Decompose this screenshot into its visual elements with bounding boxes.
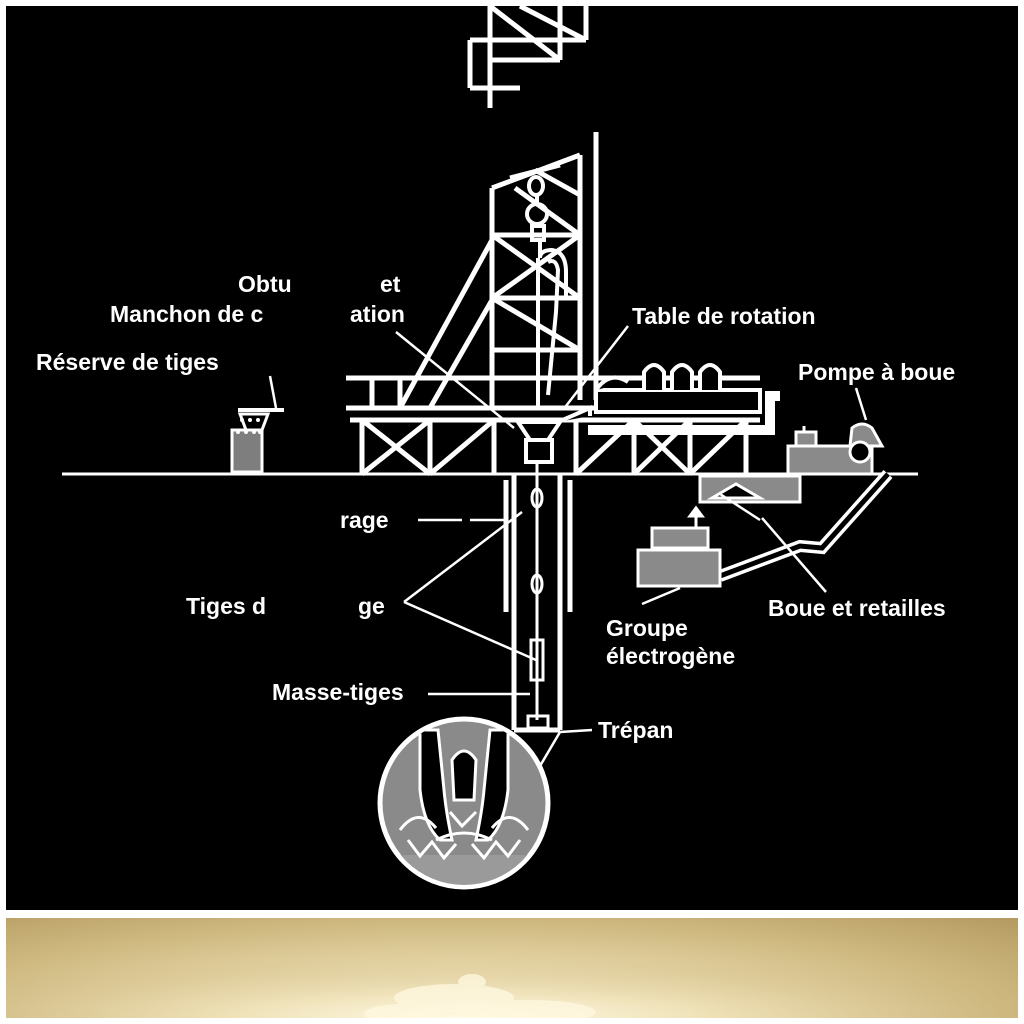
derrick-top: [467, 3, 589, 108]
label-cuvelage: rage: [340, 507, 389, 533]
sky-photo: [6, 918, 1018, 1018]
rotary-table: [514, 404, 592, 464]
drill-floor: [346, 375, 760, 476]
travelling-block: [525, 175, 568, 408]
label-manchon-end: ation: [350, 301, 405, 327]
generator: [636, 505, 722, 588]
label-table-de-rotation: Table de rotation: [632, 303, 816, 329]
label-pompe-a-boue: Pompe à boue: [798, 359, 955, 385]
draw-works: [594, 363, 762, 414]
mud-pump: [786, 422, 885, 476]
label-manchon: Manchon de c: [110, 301, 264, 327]
label-tiges-de-forage: Tiges d: [186, 593, 266, 619]
sky-photo-panel: [6, 918, 1018, 1018]
label-groupe: Groupe: [606, 615, 688, 641]
label-obturateur: Obtu: [238, 271, 292, 297]
mud-line: [588, 391, 780, 435]
drill-string: [526, 462, 550, 730]
drilling-rig-diagram-panel: Obtu et Manchon de c ation Réserve de ti…: [6, 3, 1018, 910]
drilling-rig-diagram: Obtu et Manchon de c ation Réserve de ti…: [36, 3, 955, 890]
pipe-rack: [230, 408, 284, 474]
label-tiges-de-forage-end: ge: [358, 593, 385, 619]
label-masse-tiges: Masse-tiges: [272, 679, 404, 705]
label-obturateur-end: et: [380, 271, 401, 297]
label-reserve-de-tiges: Réserve de tiges: [36, 349, 219, 375]
mud-pit: [698, 474, 802, 504]
leader-lines: [268, 325, 868, 767]
label-boue-et-retailles: Boue et retailles: [768, 595, 946, 621]
label-electrogene: électrogène: [606, 643, 735, 669]
label-trepan: Trépan: [598, 717, 673, 743]
drill-bit-inset: [377, 716, 551, 890]
